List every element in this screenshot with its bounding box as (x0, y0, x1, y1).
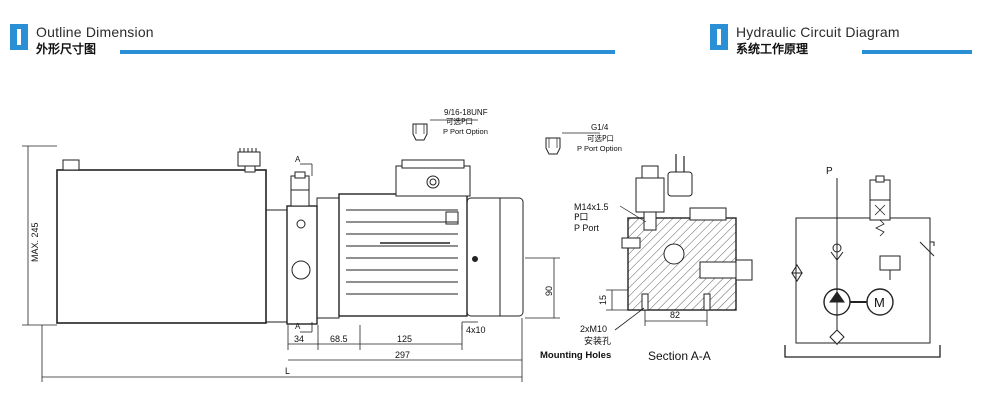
outline-title-zh: 外形尺寸图 (36, 42, 97, 56)
electric-motor (316, 159, 524, 319)
section-dimensions (606, 289, 708, 331)
circuit-title-zh: 系统工作原理 (736, 42, 809, 56)
section-marker-icon (10, 24, 28, 50)
dim-125: 125 (397, 334, 412, 344)
dim-15: 15 (598, 295, 608, 305)
manifold-block (265, 171, 318, 325)
dim-4x10: 4x10 (466, 325, 486, 335)
port-option-1-en: P Port Option (443, 127, 488, 136)
section-a-a-view (621, 154, 753, 311)
dim-l: L (285, 366, 290, 376)
hydraulic-circuit (784, 175, 941, 358)
dim-34: 34 (294, 334, 304, 344)
outline-title-en: Outline Dimension (36, 24, 154, 40)
mount-zh: 安装孔 (584, 335, 611, 347)
circuit-title-en: Hydraulic Circuit Diagram (736, 24, 900, 40)
circuit-motor-label: M (874, 295, 885, 310)
port-option-1-thread: 9/16-18UNF (444, 108, 488, 117)
port-option-2-en: P Port Option (577, 144, 622, 153)
section-a-bottom: A (295, 322, 301, 331)
bottom-dimensions (41, 318, 523, 382)
dim-297: 297 (395, 350, 410, 360)
oil-tank (56, 148, 267, 324)
port-option-2-fitting (545, 132, 600, 155)
header-rule (862, 50, 972, 54)
section-a-top: A (295, 155, 301, 164)
port-option-2-zh: 可选P口 (587, 133, 614, 143)
max-height-label: MAX. 245 (30, 222, 40, 262)
dim-68-5: 68.5 (330, 334, 348, 344)
p-port-en: P Port (574, 223, 599, 233)
port-option-2-thread: G1/4 (591, 123, 609, 132)
port-option-1-fitting (412, 119, 478, 141)
section-marker-a (300, 163, 313, 333)
dim-82: 82 (670, 310, 680, 320)
circuit-p-label: P (826, 166, 833, 177)
dim-90-label: 90 (544, 286, 554, 296)
max-height-dimension (22, 145, 57, 326)
m10-label: 2xM10 (580, 324, 607, 334)
dim-90 (525, 257, 560, 319)
section-marker-icon (710, 24, 728, 50)
section-title: Section A-A (648, 349, 711, 363)
port-option-1-zh: 可选P口 (446, 116, 473, 126)
mount-en: Mounting Holes (540, 350, 611, 361)
p-port-zh: P口 (574, 213, 588, 223)
m14-label: M14x1.5 (574, 202, 609, 212)
header-rule (120, 50, 615, 54)
